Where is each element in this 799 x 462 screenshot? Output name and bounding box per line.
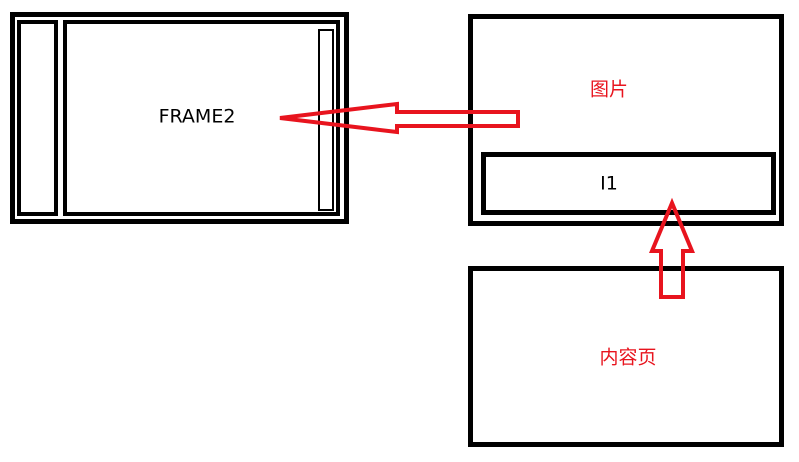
- left-frame: [17, 20, 58, 216]
- frame2-scrollbar[interactable]: [318, 29, 334, 211]
- frame2-label: FRAME2: [158, 105, 236, 128]
- up-arrow: [649, 197, 695, 299]
- picture-label: 图片: [589, 78, 629, 101]
- left-arrow: [279, 101, 520, 135]
- content-page-box: [468, 266, 784, 447]
- iframe-i1-box: [481, 152, 776, 215]
- iframe-i1-label: I1: [600, 172, 618, 195]
- content-page-label: 内容页: [599, 346, 657, 369]
